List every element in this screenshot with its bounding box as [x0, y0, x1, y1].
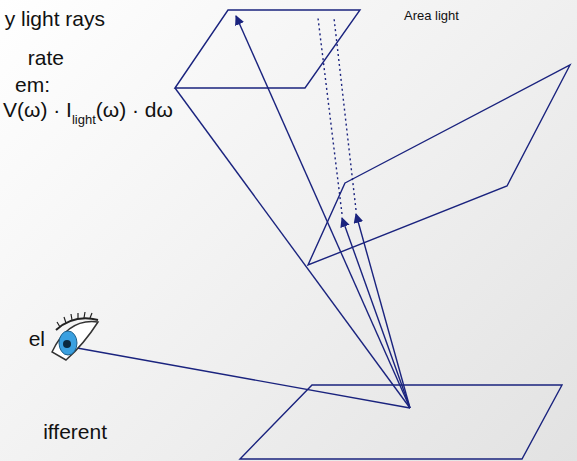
view-ray	[66, 346, 410, 408]
slide-text: y light rays	[5, 8, 105, 29]
ray-arrow	[356, 214, 410, 408]
blocked-ray	[334, 18, 356, 210]
ray-arrow	[342, 218, 410, 408]
ray-arrow	[236, 16, 410, 408]
slide-text: em:	[15, 74, 50, 95]
formula-subscript: light	[72, 113, 96, 126]
formula: (ω) · dω	[96, 99, 173, 120]
area-light	[175, 10, 360, 88]
slide-text: ifferent	[43, 421, 107, 442]
slide-text: el	[29, 328, 45, 349]
occluder	[308, 65, 570, 265]
eye-icon	[52, 312, 98, 360]
slide-text: rate	[28, 47, 64, 68]
formula: V(ω) · I	[3, 99, 72, 120]
blocked-ray	[318, 18, 342, 214]
ray	[175, 88, 410, 408]
light-label: Area light	[404, 9, 459, 22]
